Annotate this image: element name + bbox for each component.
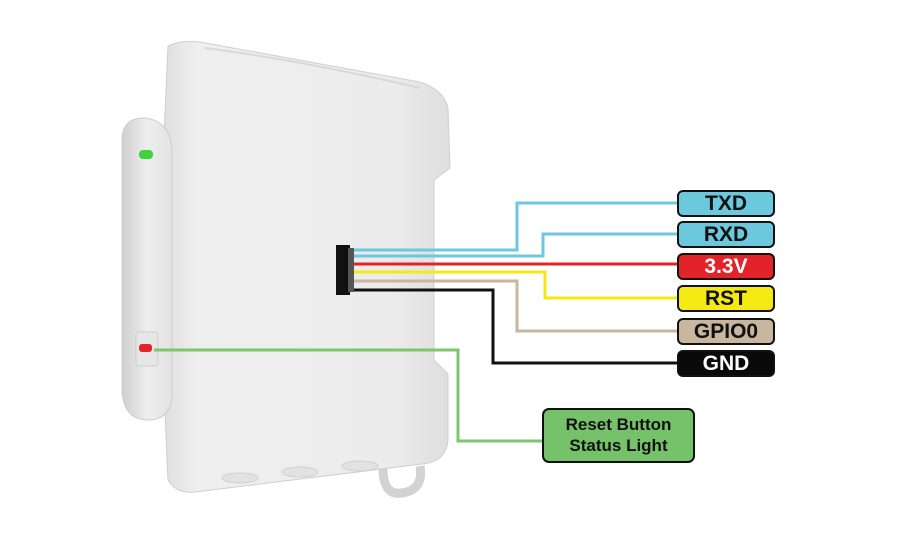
label-txd: TXD — [677, 190, 775, 217]
front-bezel — [121, 117, 173, 421]
wire-txd — [354, 201, 677, 252]
reset-line2: Status Light — [569, 435, 668, 455]
wire-gnd — [354, 288, 677, 365]
wire-gpio0 — [354, 279, 677, 333]
label-rst: RST — [677, 285, 775, 312]
label-gnd: GND — [677, 350, 775, 377]
bottom-hook — [378, 465, 426, 498]
pin-header-contacts — [348, 248, 354, 292]
reset-line1: Reset Button — [565, 415, 672, 435]
label-reset-status: Reset Button Status Light — [542, 408, 695, 463]
label-gpio0: GPIO0 — [677, 318, 775, 345]
device-body — [151, 41, 451, 493]
pin-header — [336, 245, 350, 295]
label-3v3: 3.3V — [677, 253, 775, 280]
bottom-bumps — [221, 460, 379, 484]
reset-led — [139, 344, 152, 352]
top-ridge — [204, 47, 421, 89]
label-rxd: RXD — [677, 221, 775, 248]
wires — [354, 201, 677, 365]
wire-rxd — [354, 232, 677, 258]
wire-rst — [354, 270, 677, 300]
wire-reset-status — [154, 348, 542, 443]
status-led — [139, 150, 153, 159]
